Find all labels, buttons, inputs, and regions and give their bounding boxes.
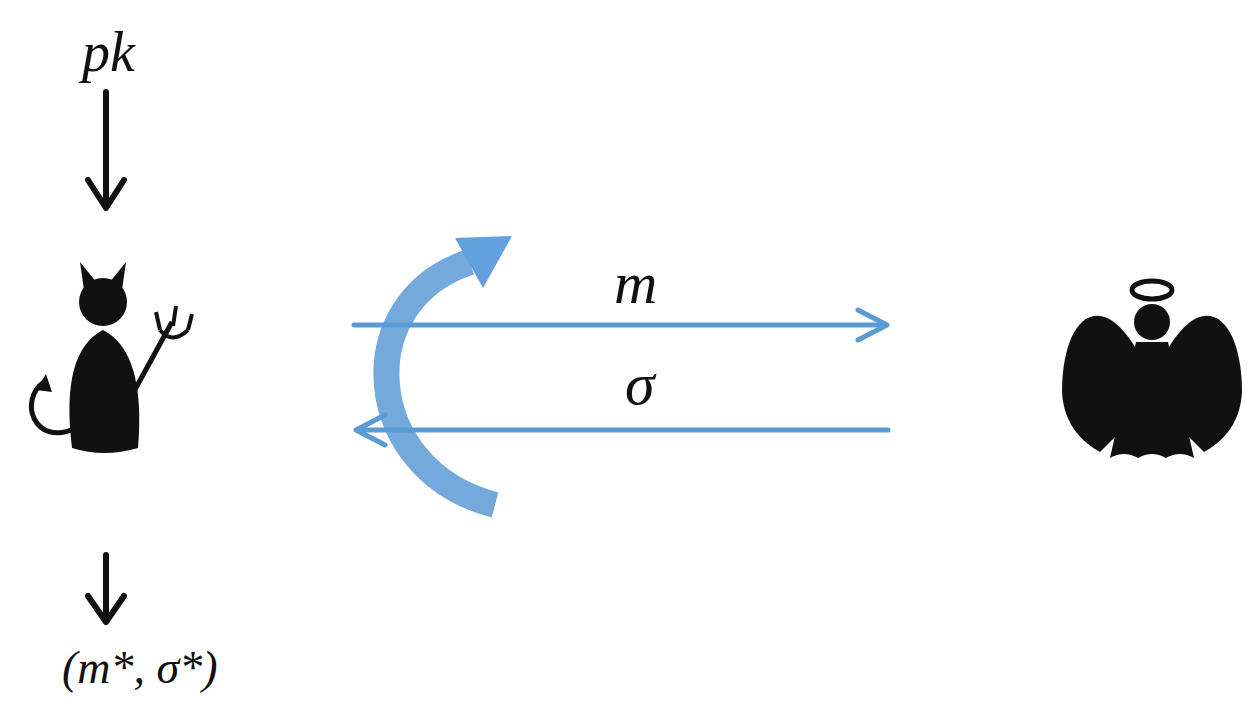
math-label: m <box>614 253 657 313</box>
adversary-icon <box>31 262 192 453</box>
message-arrow <box>354 310 888 445</box>
oracle-loop-arrow <box>386 236 512 505</box>
math-label: pk <box>82 24 135 80</box>
math-label: (m*, σ*) <box>62 645 218 691</box>
math-label: σ <box>625 354 655 414</box>
signer-icon <box>1062 281 1242 458</box>
